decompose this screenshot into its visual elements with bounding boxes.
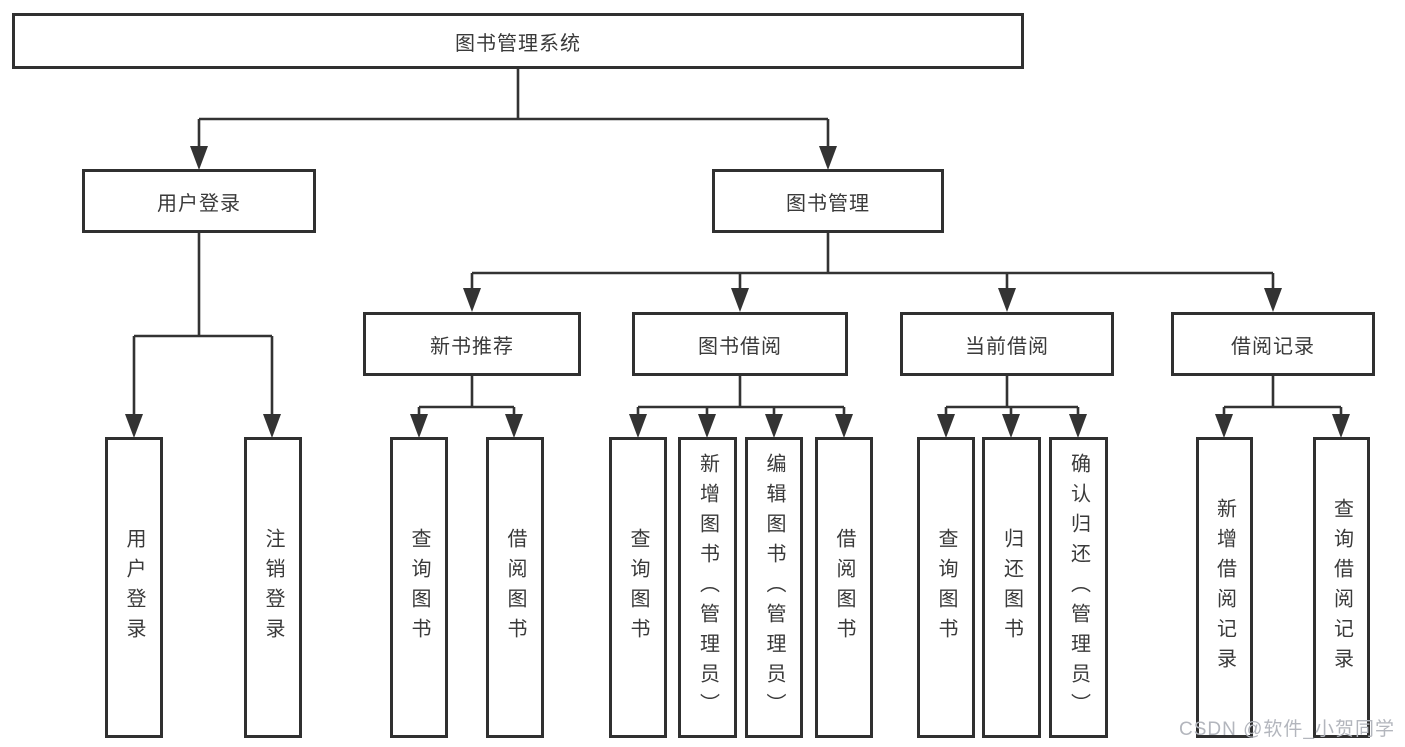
node-label: 新书推荐 xyxy=(430,335,514,358)
leaf-add-borrow-record: 新增借阅记录 xyxy=(1196,437,1253,738)
arrow-down-icon xyxy=(629,414,647,438)
node-label: 新增图书（管理员） xyxy=(696,452,719,723)
node-label: 用户登录 xyxy=(157,192,241,215)
node-current-borrow: 当前借阅 xyxy=(900,312,1114,376)
node-book-borrow: 图书借阅 xyxy=(632,312,848,376)
leaf-edit-book-admin: 编辑图书（管理员） xyxy=(745,437,803,738)
arrow-down-icon xyxy=(698,414,716,438)
node-label: 归还图书 xyxy=(1000,527,1023,648)
leaf-query-books-recommend: 查询图书 xyxy=(390,437,448,738)
arrow-down-icon xyxy=(1069,414,1087,438)
node-label: 查询图书 xyxy=(935,527,957,648)
edge-book-mgmt-to-level3 xyxy=(463,233,1282,312)
node-label: 查询图书 xyxy=(627,527,649,648)
arrow-down-icon xyxy=(819,146,837,170)
arrow-down-icon xyxy=(125,414,143,438)
arrow-down-icon xyxy=(410,414,428,438)
node-library-system: 图书管理系统 xyxy=(12,13,1024,69)
node-label: 图书借阅 xyxy=(698,335,782,358)
node-label: 借阅记录 xyxy=(1231,335,1315,358)
node-label: 图书管理 xyxy=(786,192,870,215)
watermark: CSDN @软件_小贺同学 xyxy=(1179,719,1395,740)
node-book-management: 图书管理 xyxy=(712,169,944,233)
leaf-confirm-return-admin: 确认归还（管理员） xyxy=(1049,437,1108,738)
edge-new-book-children xyxy=(410,376,523,438)
arrow-down-icon xyxy=(190,146,208,170)
node-label: 借阅图书 xyxy=(833,527,855,648)
arrow-down-icon xyxy=(1215,414,1233,438)
arrow-down-icon xyxy=(835,414,853,438)
arrow-down-icon xyxy=(937,414,955,438)
arrow-down-icon xyxy=(1332,414,1350,438)
node-label: 当前借阅 xyxy=(965,335,1049,358)
edge-borrow-record-children xyxy=(1215,376,1350,438)
node-label: 用户登录 xyxy=(123,527,145,648)
edge-root-to-level2 xyxy=(190,69,837,170)
leaf-add-book-admin: 新增图书（管理员） xyxy=(678,437,737,738)
node-label: 查询图书 xyxy=(408,527,430,648)
node-label: 查询借阅记录 xyxy=(1330,497,1353,678)
arrow-down-icon xyxy=(731,288,749,312)
node-label: 图书管理系统 xyxy=(455,32,581,55)
node-borrow-records: 借阅记录 xyxy=(1171,312,1375,376)
node-label: 借阅图书 xyxy=(504,527,526,648)
arrow-down-icon xyxy=(463,288,481,312)
arrow-down-icon xyxy=(1002,414,1020,438)
node-label: 编辑图书（管理员） xyxy=(763,452,785,723)
leaf-query-books-borrow: 查询图书 xyxy=(609,437,667,738)
leaf-borrow-books-recommend: 借阅图书 xyxy=(486,437,544,738)
node-label: 注销登录 xyxy=(262,527,284,648)
node-user-login: 用户登录 xyxy=(82,169,316,233)
arrow-down-icon xyxy=(765,414,783,438)
arrow-down-icon xyxy=(263,414,281,438)
leaf-return-book: 归还图书 xyxy=(982,437,1041,738)
arrow-down-icon xyxy=(505,414,523,438)
leaf-user-login: 用户登录 xyxy=(105,437,163,738)
edge-book-borrow-children xyxy=(629,376,853,438)
node-new-book-recommend: 新书推荐 xyxy=(363,312,581,376)
leaf-logout: 注销登录 xyxy=(244,437,302,738)
node-label: 确认归还（管理员） xyxy=(1067,452,1090,723)
edge-user-login-children xyxy=(125,233,281,438)
arrow-down-icon xyxy=(1264,288,1282,312)
node-label: 新增借阅记录 xyxy=(1213,497,1236,678)
leaf-query-books-current: 查询图书 xyxy=(917,437,975,738)
edge-current-borrow-children xyxy=(937,376,1087,438)
leaf-query-borrow-record: 查询借阅记录 xyxy=(1313,437,1370,738)
leaf-borrow-books: 借阅图书 xyxy=(815,437,873,738)
arrow-down-icon xyxy=(998,288,1016,312)
